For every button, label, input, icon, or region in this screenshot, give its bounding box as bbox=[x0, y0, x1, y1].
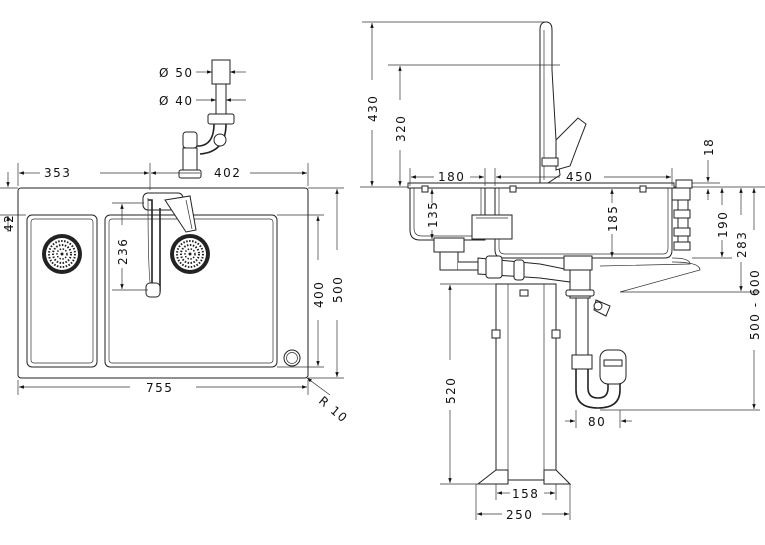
faucet-side-icon bbox=[539, 21, 587, 184]
dim-right-offset: 402 bbox=[214, 166, 241, 180]
dim-small-bowl-depth: 135 bbox=[426, 201, 440, 228]
sink-outline bbox=[17, 187, 309, 379]
dim-total-depth: 500 bbox=[331, 276, 345, 303]
dim-faucet-reach: 236 bbox=[116, 238, 130, 265]
dim-main-bowl-depth: 185 bbox=[606, 205, 620, 232]
dim-overflow-inner: Ø 40 bbox=[159, 94, 194, 108]
overflow-button-icon bbox=[283, 349, 301, 367]
dim-total-width: 755 bbox=[146, 381, 173, 395]
dim-edge-depth: 42 bbox=[2, 214, 16, 232]
support-stand-icon bbox=[476, 283, 572, 485]
small-bowl-section bbox=[409, 188, 486, 241]
dim-faucet-height: 430 bbox=[366, 95, 380, 122]
dim-stand-outer: 250 bbox=[506, 508, 533, 522]
left-bowl bbox=[26, 214, 98, 368]
dim-stand-inner: 158 bbox=[512, 487, 539, 501]
dim-base-height: 520 bbox=[444, 377, 458, 404]
valve-column-icon bbox=[671, 179, 693, 251]
faucet-top-icon bbox=[142, 192, 197, 298]
drain-assembly-icon bbox=[433, 237, 760, 409]
dim-trap-height: 283 bbox=[735, 231, 749, 258]
side-view: 430 320 180 450 135 185 18 bbox=[360, 21, 765, 522]
dim-bowl-depth: 400 bbox=[312, 281, 326, 308]
main-bowl-section bbox=[494, 188, 673, 259]
dim-drain-height: 190 bbox=[716, 211, 730, 238]
dim-trap-offset: 80 bbox=[588, 415, 606, 429]
left-drain-icon bbox=[42, 234, 82, 274]
top-view: Ø 50 Ø 40 353 402 42 236 4 bbox=[0, 59, 351, 426]
dim-small-bowl-width: 180 bbox=[438, 170, 465, 184]
right-drain-icon bbox=[170, 234, 210, 274]
dim-corner-radius: R 10 bbox=[316, 394, 351, 426]
waste-fitting-icon bbox=[178, 59, 235, 179]
dim-spout-height: 320 bbox=[394, 115, 408, 142]
dim-overflow-outer: Ø 50 bbox=[159, 66, 194, 80]
dim-main-bowl-width: 450 bbox=[566, 170, 593, 184]
dim-left-offset: 353 bbox=[44, 166, 71, 180]
dim-cabinet-range: 500 - 600 bbox=[748, 269, 762, 340]
dim-rim-thickness: 18 bbox=[702, 138, 716, 156]
